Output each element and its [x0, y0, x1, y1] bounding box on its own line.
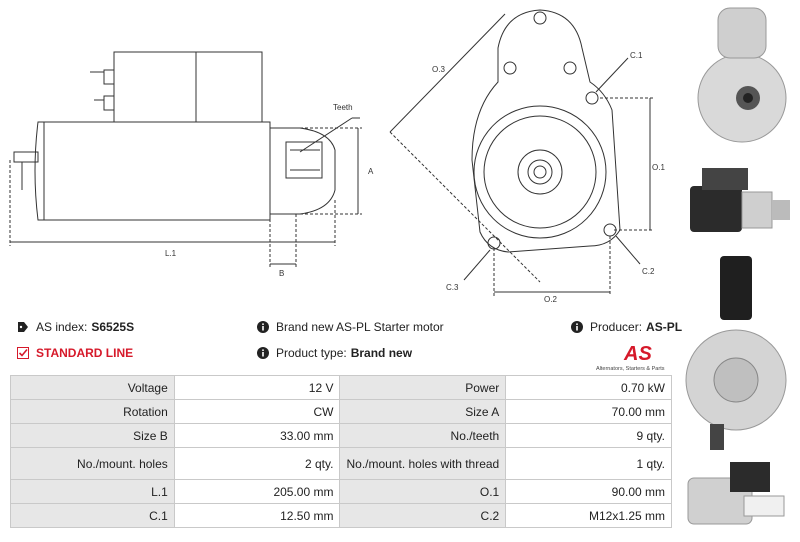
product-type-label: Product type:: [276, 346, 347, 360]
spec-label: L.1: [10, 479, 175, 504]
label-l1: L.1: [165, 249, 177, 258]
spec-value: 205.00 mm: [173, 479, 341, 504]
producer-label: Producer:: [590, 320, 643, 334]
spec-value: 33.00 mm: [173, 423, 341, 448]
spec-value: 12.50 mm: [173, 503, 341, 528]
label-o3: O.3: [432, 65, 445, 74]
hole-top: [533, 11, 547, 25]
photo-back-view: [685, 256, 787, 450]
spec-label: Rotation: [10, 399, 175, 424]
photo-side-view: [690, 168, 790, 232]
standard-line-label: STANDARD LINE: [36, 346, 134, 360]
technical-drawing: Teeth A B L.1 O.1 O.2 O.3 C.1 C.2 C.3: [9, 9, 665, 304]
info-icon: [256, 346, 270, 360]
as-logo: AS Alternators, Starters & Parts: [594, 340, 672, 372]
as-index: AS index: S6525S: [16, 320, 134, 334]
spec-value: 0.70 kW: [505, 375, 672, 400]
label-o2: O.2: [544, 295, 557, 304]
photo-front-view: [697, 7, 787, 143]
spec-label: No./mount. holes with thread: [339, 447, 507, 480]
solenoid: [113, 51, 263, 123]
producer: Producer: AS-PL: [570, 320, 682, 334]
spec-value: 1 qty.: [505, 447, 672, 480]
hole-c3: [487, 236, 501, 250]
label-a: A: [368, 167, 374, 176]
label-c3: C.3: [446, 283, 459, 292]
info-icon: [570, 320, 584, 334]
spec-label: Voltage: [10, 375, 175, 400]
as-index-label: AS index:: [36, 320, 88, 334]
spec-value: 90.00 mm: [505, 479, 672, 504]
standard-line: STANDARD LINE: [16, 346, 133, 360]
spec-label: No./teeth: [339, 423, 507, 448]
info-icon: [256, 320, 270, 334]
spec-label: Size B: [10, 423, 175, 448]
hole-c1: [585, 91, 599, 105]
spec-label: Power: [339, 375, 507, 400]
motor-body: [34, 121, 271, 221]
spec-value: M12x1.25 mm: [505, 503, 672, 528]
label-o1: O.1: [652, 163, 665, 172]
spec-label: No./mount. holes: [10, 447, 175, 480]
product-type: Product type: Brand new: [256, 346, 412, 360]
label-teeth: Teeth: [333, 103, 353, 112]
logo-mark: AS: [623, 343, 652, 365]
spec-label: Size A: [339, 399, 507, 424]
label-c2: C.2: [642, 267, 655, 276]
tag-icon: [16, 320, 30, 334]
producer-value: AS-PL: [646, 320, 683, 334]
spec-value: 2 qty.: [173, 447, 341, 480]
as-index-value: S6525S: [91, 320, 135, 334]
product-type-value: Brand new: [350, 346, 413, 360]
spec-label: C.1: [10, 503, 175, 528]
spec-value: 9 qty.: [505, 423, 672, 448]
label-b: B: [279, 269, 284, 278]
label-c1: C.1: [630, 51, 643, 60]
pinion-housing: [270, 127, 336, 215]
product-photos: [685, 7, 790, 525]
spec-label: C.2: [339, 503, 507, 528]
brand-label: Brand new AS-PL Starter motor: [276, 320, 444, 334]
mounting-flange: [471, 9, 621, 253]
photo-angle-view: [687, 462, 785, 525]
spec-value: 12 V: [173, 375, 341, 400]
spec-value: CW: [173, 399, 341, 424]
checkbox-icon: [16, 346, 30, 360]
brand-info: Brand new AS-PL Starter motor: [256, 320, 444, 334]
spec-value: 70.00 mm: [505, 399, 672, 424]
logo-tagline: Alternators, Starters & Parts: [596, 366, 665, 372]
spec-label: O.1: [339, 479, 507, 504]
